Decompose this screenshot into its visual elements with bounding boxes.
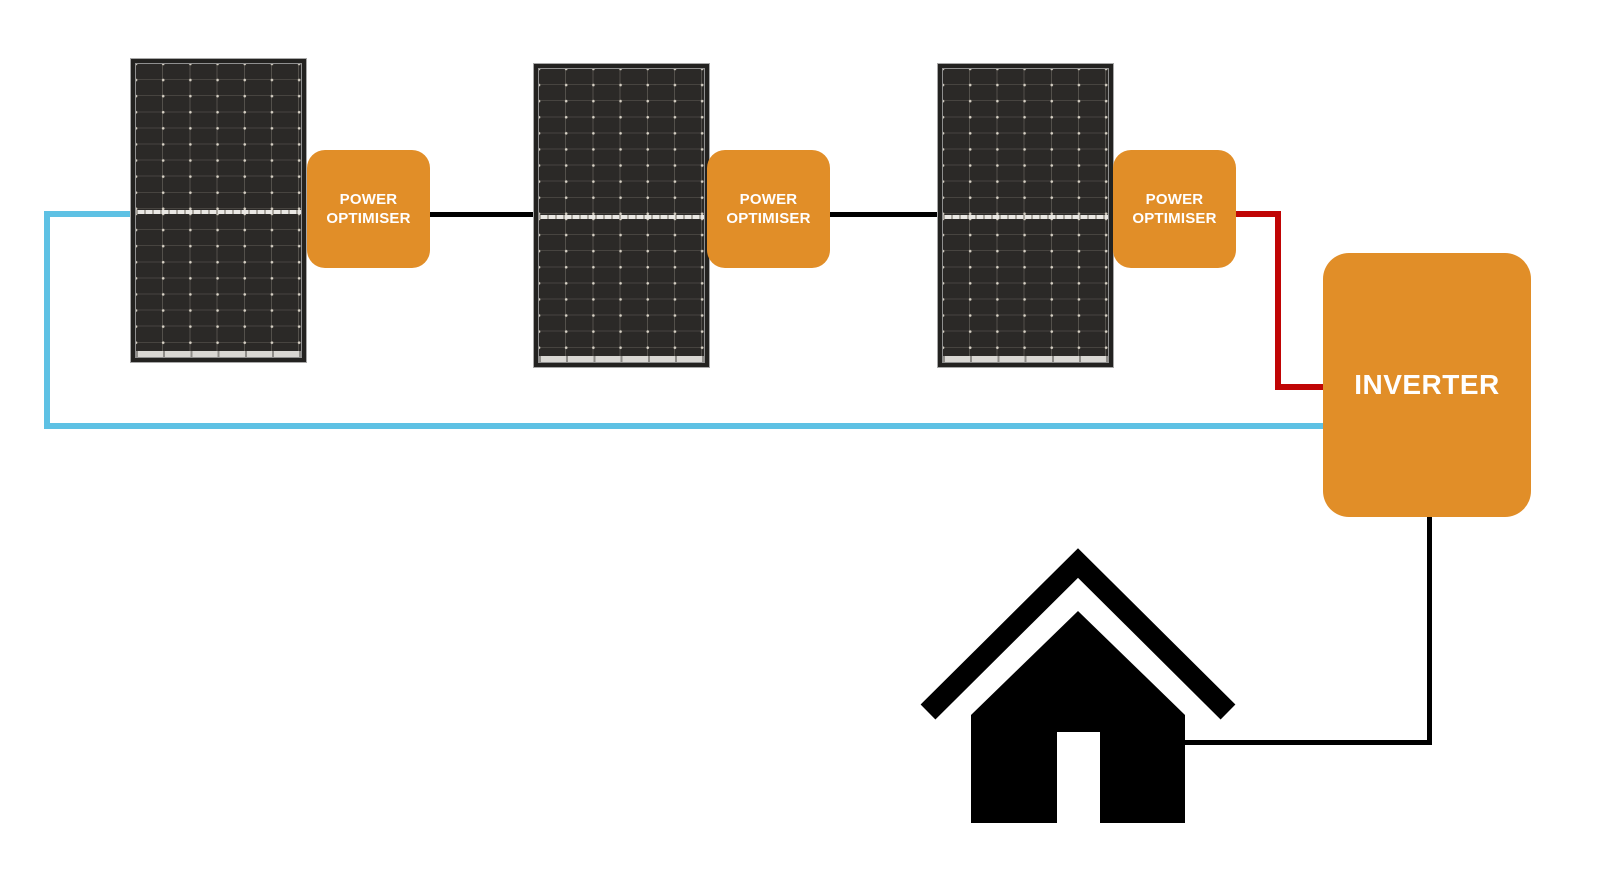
panel-bottom-rail [136,351,301,357]
panel-cells [538,68,705,363]
house-icon [920,548,1236,823]
ac-wire-vertical-segment [1427,512,1432,745]
string-wire-1 [426,212,537,217]
return-wire-bottom-segment [44,423,1329,429]
dc-wire-top-segment [1236,211,1281,217]
solar-panel-icon [533,63,710,368]
power-optimiser-box-3: POWER OPTIMISER [1113,150,1236,268]
power-optimiser-box-1: POWER OPTIMISER [307,150,430,268]
house-roof-band [920,548,1236,720]
power-optimiser-label: POWER OPTIMISER [326,191,411,227]
house-door [1057,732,1100,823]
panel-middle-rail [136,210,301,214]
dc-wire-bottom-segment [1275,384,1327,390]
house-body [971,611,1185,823]
panel-middle-rail [539,215,704,219]
inverter-box: INVERTER [1323,253,1531,517]
return-wire-left-segment [44,211,50,429]
solar-panel-icon [937,63,1114,368]
panel-cells [135,63,302,358]
dc-wire-vertical-segment [1275,211,1281,390]
panel-cells-top [136,64,301,210]
power-optimiser-label: POWER OPTIMISER [726,191,811,227]
panel-cells-bottom [943,219,1108,356]
panel-bottom-rail [943,356,1108,362]
string-wire-2 [826,212,941,217]
power-optimiser-label: POWER OPTIMISER [1132,191,1217,227]
panel-bottom-rail [539,356,704,362]
panel-cells-top [943,69,1108,215]
return-wire-top-segment [44,211,136,217]
solar-panel-icon [130,58,307,363]
inverter-label: INVERTER [1354,369,1500,400]
panel-middle-rail [943,215,1108,219]
ac-wire-horizontal-segment [1180,740,1432,745]
panel-cells-bottom [539,219,704,356]
panel-cells [942,68,1109,363]
panel-cells-top [539,69,704,215]
panel-cells-bottom [136,214,301,351]
power-optimiser-box-2: POWER OPTIMISER [707,150,830,268]
